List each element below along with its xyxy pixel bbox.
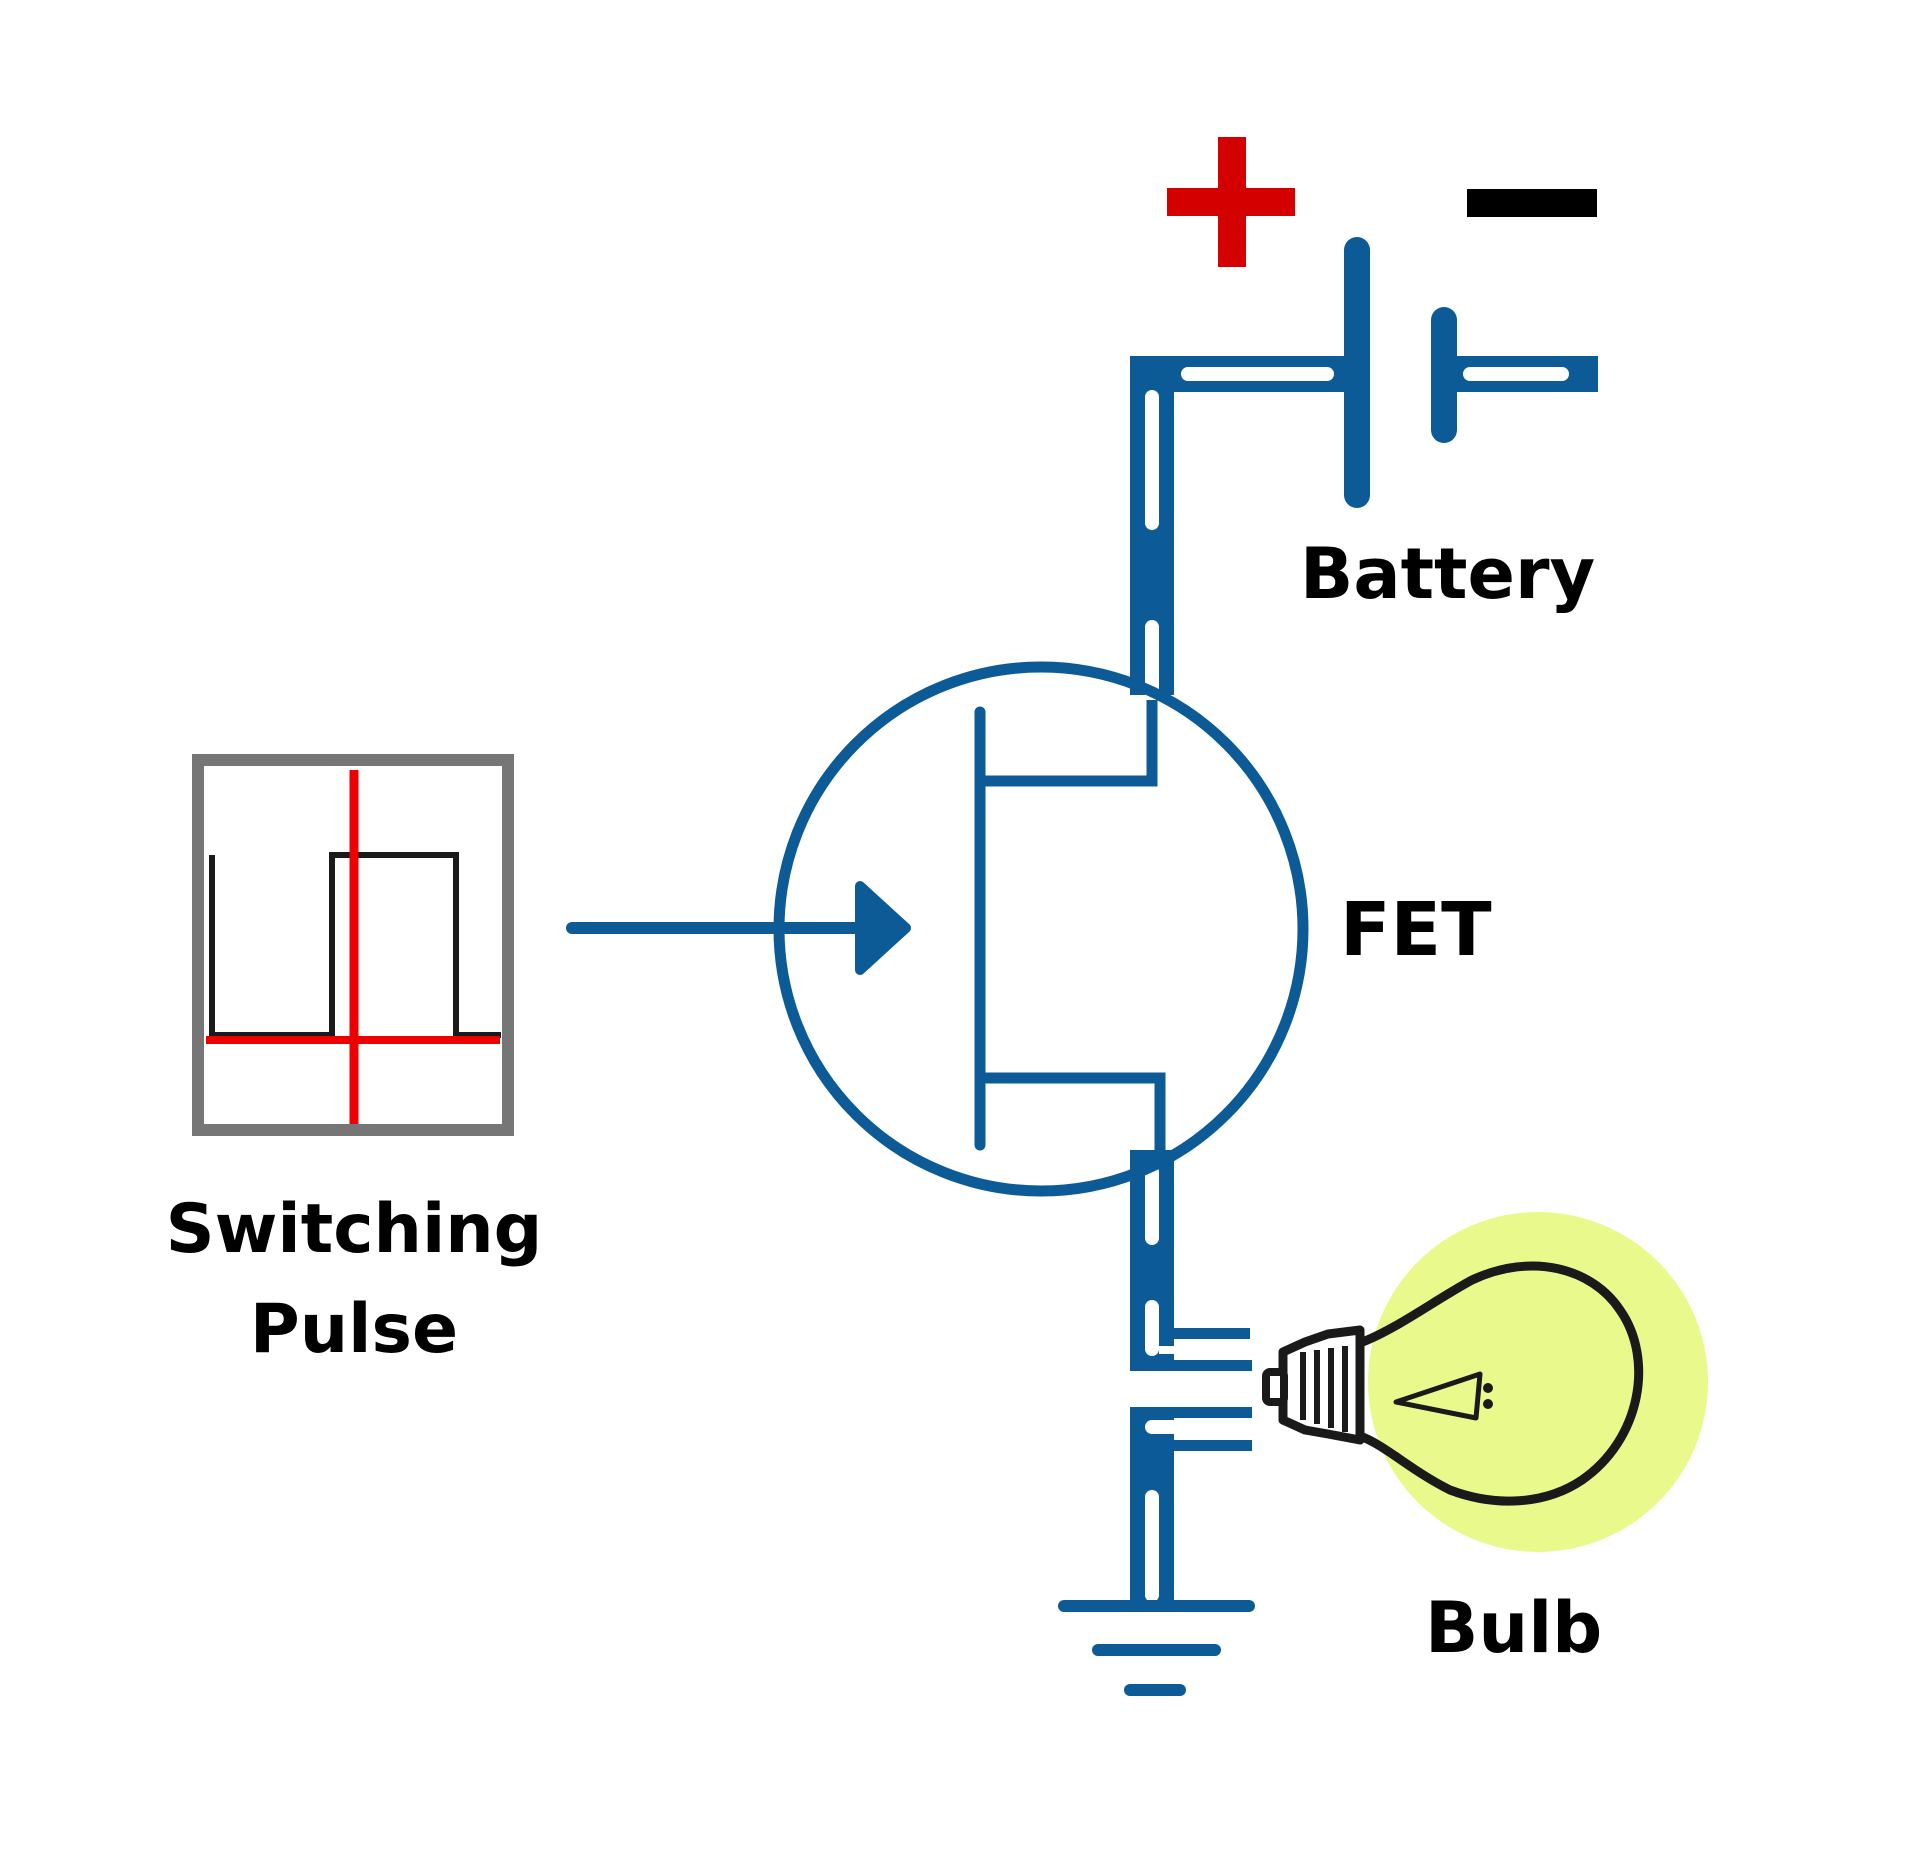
battery-icon (1344, 237, 1457, 508)
ground-wire (1130, 1407, 1252, 1602)
ground-icon (1058, 1600, 1255, 1696)
negative-terminal-sign (1467, 189, 1597, 217)
fet-label: FET (1340, 887, 1492, 973)
bottom-wire (1130, 1150, 1254, 1371)
fet-icon (566, 661, 1309, 1197)
pulse-waveform-icon (192, 754, 514, 1136)
bulb-icon (1262, 1212, 1708, 1552)
switching-pulse-label-line1: Switching (166, 1190, 543, 1269)
bulb-label: Bulb (1425, 1587, 1602, 1669)
top-wire (1130, 356, 1598, 710)
switching-pulse-label-line2: Pulse (250, 1290, 458, 1369)
battery-label: Battery (1300, 533, 1595, 615)
positive-terminal-sign (1167, 137, 1295, 267)
